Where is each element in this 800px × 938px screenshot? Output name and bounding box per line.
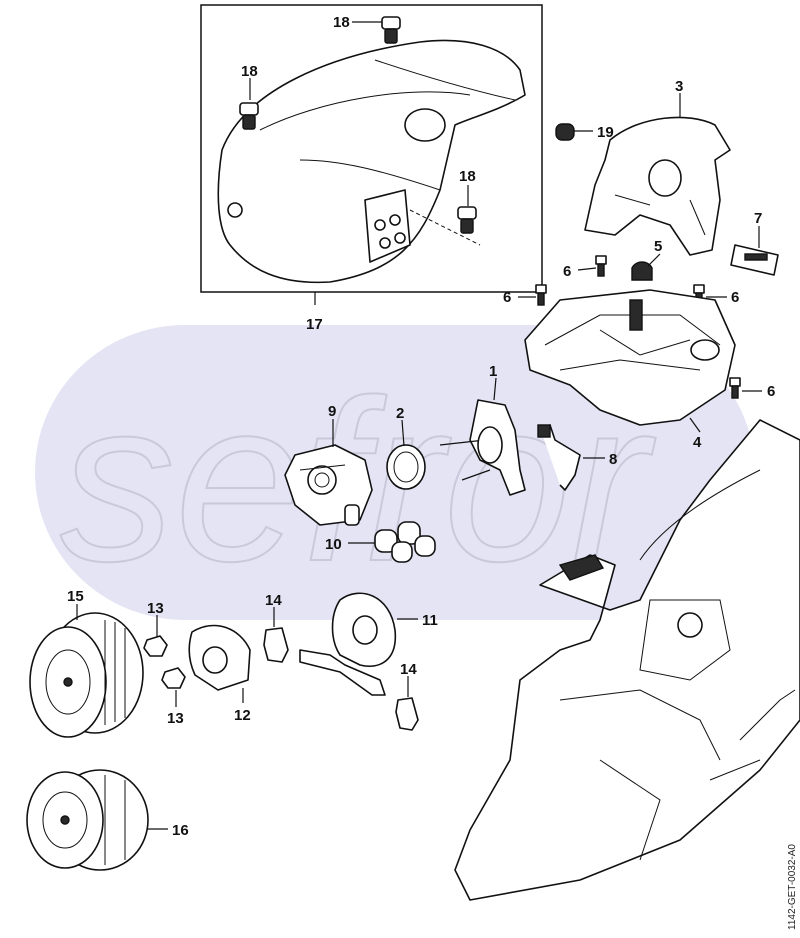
callout-1: 1 [489, 363, 497, 380]
screw-18-left [239, 102, 259, 130]
screws-18 [239, 16, 477, 234]
housing-part-12 [188, 624, 251, 691]
callout-13-bottom: 13 [167, 710, 184, 727]
group-box-17 [200, 4, 543, 293]
screw-6-a [595, 255, 607, 277]
callout-19: 19 [597, 124, 614, 141]
gasket-part-2 [386, 444, 426, 490]
callout-6-a: 6 [563, 263, 571, 280]
nuts-13 [143, 635, 186, 689]
callout-9: 9 [328, 403, 336, 420]
callout-15: 15 [67, 588, 84, 605]
nut-13-bottom [161, 667, 186, 689]
nut-13-top [143, 635, 168, 657]
callout-18-right: 18 [459, 168, 476, 185]
wire-part-8 [537, 424, 581, 491]
screw-18-right [457, 206, 477, 234]
clip-14-bottom [395, 697, 419, 731]
callout-18-top: 18 [333, 14, 350, 31]
shroud-assembly-box [200, 4, 543, 305]
clip-14-top [263, 627, 289, 663]
leader-lines [76, 21, 762, 830]
callout-12: 12 [234, 707, 251, 724]
grommet-19 [555, 123, 575, 141]
callout-6-b: 6 [503, 289, 511, 306]
shroud-cover-part [217, 39, 526, 284]
callout-18-left: 18 [241, 63, 258, 80]
callout-14-top: 14 [265, 592, 282, 609]
screw-6-d [729, 377, 741, 399]
drawing-code: 1142-GET-0032-A0 [787, 844, 798, 930]
callout-6-c: 6 [731, 289, 739, 306]
callout-6-d: 6 [767, 383, 775, 400]
clips-14 [263, 627, 419, 731]
air-filter-part-15 [29, 612, 144, 738]
callout-4: 4 [693, 434, 702, 451]
callout-8: 8 [609, 451, 617, 468]
bracket-part-1 [439, 399, 526, 496]
callout-13-top: 13 [147, 600, 164, 617]
callout-11: 11 [422, 612, 438, 629]
chainsaw-body [454, 419, 800, 901]
callout-labels: 18 18 18 17 3 19 7 5 6 6 6 6 4 1 2 8 9 1… [67, 14, 775, 839]
housing-part-11 [299, 592, 397, 696]
callout-5: 5 [654, 238, 662, 255]
callout-7: 7 [754, 210, 762, 227]
callout-2: 2 [396, 405, 404, 422]
bracket-part-3 [584, 116, 731, 256]
screw-6-b [535, 284, 547, 306]
screw-18-top [381, 16, 401, 44]
callout-14-bottom: 14 [400, 661, 417, 678]
tubes-part-10 [374, 521, 436, 563]
air-filter-part-16 [26, 769, 149, 871]
callout-16: 16 [172, 822, 189, 839]
callout-10: 10 [325, 536, 342, 553]
gasket-part-7 [730, 244, 779, 276]
callout-3: 3 [675, 78, 683, 95]
carburetor-part-9 [284, 444, 373, 526]
callout-17: 17 [306, 316, 323, 333]
carburetor-box-part-4 [524, 289, 736, 426]
plug-part-5 [631, 261, 653, 281]
